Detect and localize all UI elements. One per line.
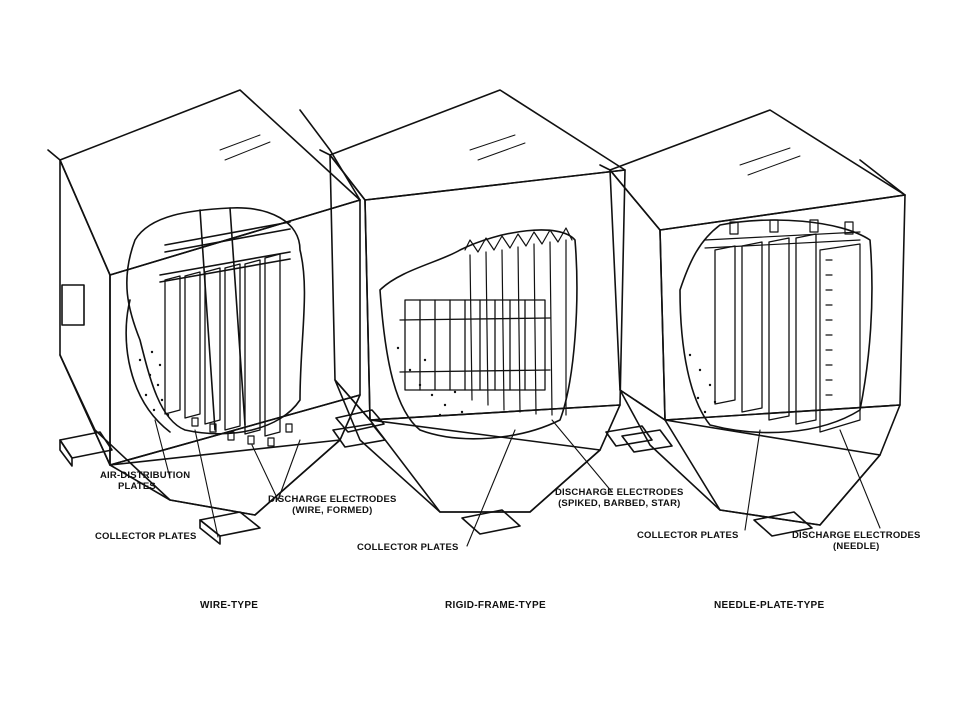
needle-plate-housing-side: [609, 169, 666, 421]
wire-type-support-mid: [199, 511, 261, 537]
label-wire-collector-plates: COLLECTOR PLATES: [95, 531, 197, 542]
wire-type-housing-top: [59, 89, 361, 276]
wire-type-housing-side: [59, 159, 111, 466]
rigid-frame-support-mid: [461, 509, 521, 535]
label-rigid-discharge-electrodes: DISCHARGE ELECTRODES (SPIKED, BARBED, ST…: [555, 487, 684, 509]
wire-type-unit: [47, 89, 385, 545]
wire-type-cutaway: [126, 207, 306, 435]
needle-plate-support-left: [621, 429, 673, 453]
needle-plate-housing-top: [609, 109, 906, 231]
label-needle-discharge-electrodes: DISCHARGE ELECTRODES (NEEDLE): [792, 530, 921, 552]
rigid-frame-support-right: [605, 425, 653, 447]
needle-plate-collector-plates: [714, 233, 817, 425]
label-rigid-collector-plates: COLLECTOR PLATES: [357, 542, 459, 553]
needle-plate-leader-lines: [744, 429, 881, 531]
needle-plate-housing-front: [659, 194, 906, 421]
label-air-distribution-line2: PLATES: [118, 481, 156, 492]
rigid-frame-leader-lines: [466, 419, 613, 547]
label-needle-collector-plates: COLLECTOR PLATES: [637, 530, 739, 541]
rigid-frame-support-left: [332, 423, 386, 448]
label-wire-discharge-electrodes: DISCHARGE ELECTRODES (WIRE, FORMED): [268, 494, 397, 516]
needle-plate-support-mid: [753, 511, 813, 537]
caption-rigid-frame-type: RIGID-FRAME-TYPE: [445, 600, 546, 611]
caption-wire-type: WIRE-TYPE: [200, 600, 259, 611]
needle-plate-cutaway: [679, 219, 873, 434]
rigid-frame-housing-top: [329, 89, 626, 201]
wire-type-discharge-weights: [191, 417, 293, 447]
label-air-distribution-line1: AIR-DISTRIBUTION: [100, 470, 191, 481]
label-needle-discharge-line1: DISCHARGE ELECTRODES: [792, 530, 921, 541]
wire-type-collector-plates: [164, 253, 281, 437]
label-needle-discharge-line2: (NEEDLE): [833, 541, 880, 552]
label-air-distribution-plates: AIR-DISTRIBUTION PLATES: [100, 470, 190, 492]
wire-type-support-right: [335, 409, 385, 433]
rigid-frame-type-unit: [319, 89, 653, 547]
label-rigid-discharge-line2: (SPIKED, BARBED, STAR): [558, 498, 681, 509]
label-wire-discharge-line2: (WIRE, FORMED): [292, 505, 373, 516]
needle-plate-type-unit: [599, 109, 906, 537]
rigid-frame-cutaway: [379, 229, 578, 440]
label-rigid-discharge-line1: DISCHARGE ELECTRODES: [555, 487, 684, 498]
wire-type-leader-lines: [154, 419, 301, 538]
label-wire-discharge-line1: DISCHARGE ELECTRODES: [268, 494, 397, 505]
rigid-frame-collector-plates: [464, 227, 573, 416]
caption-needle-plate-type: NEEDLE-PLATE-TYPE: [714, 600, 825, 611]
needle-plate-discharge-electrodes: [819, 243, 861, 433]
rigid-frame-discharge-frame: [399, 299, 551, 391]
